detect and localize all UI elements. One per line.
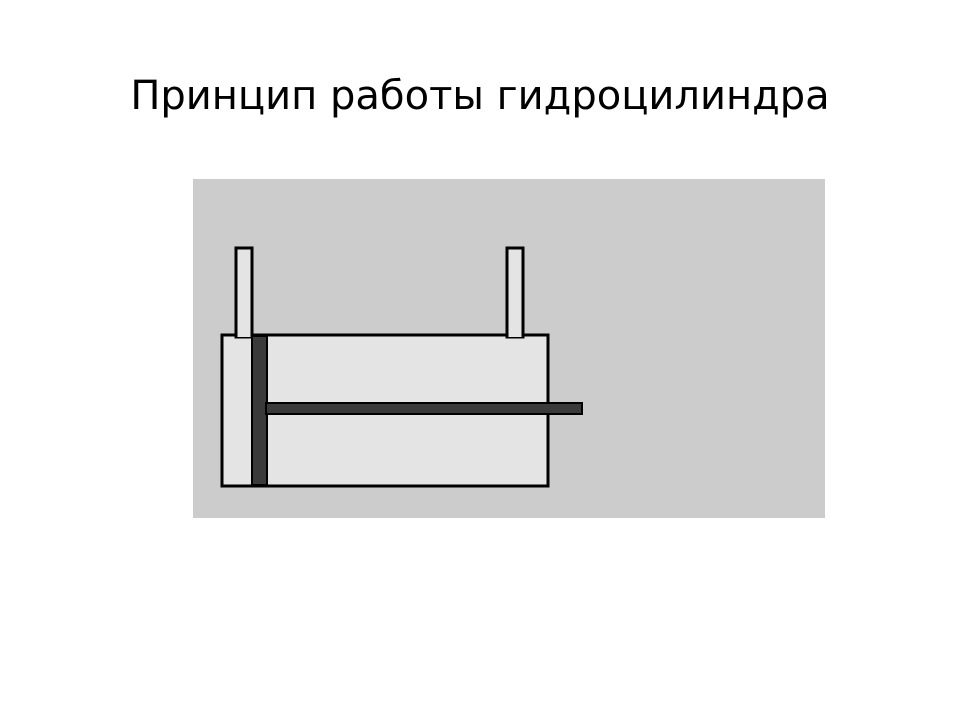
left-port (234, 246, 254, 339)
slide-title: Принцип работы гидроцилиндра (130, 73, 830, 119)
right-port (505, 246, 525, 339)
piston-rod (265, 402, 583, 415)
piston (251, 335, 268, 486)
